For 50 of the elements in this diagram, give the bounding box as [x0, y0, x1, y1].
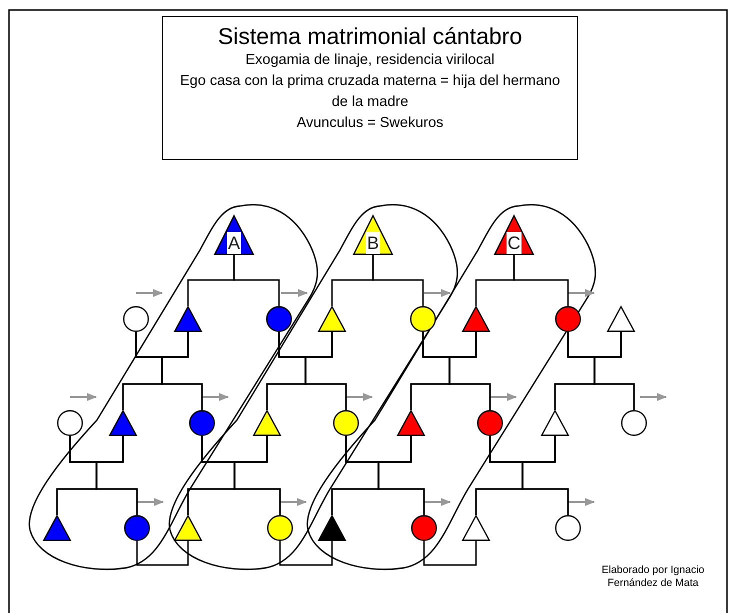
- triangle-symbol: [253, 410, 281, 436]
- kinship-line: [234, 436, 281, 515]
- circle-symbol: [333, 410, 359, 436]
- circle-symbol: [189, 410, 215, 436]
- triangle-symbol: [318, 306, 346, 332]
- triangle-symbol: [462, 306, 490, 332]
- kinship-line: [279, 541, 333, 566]
- subtitle-line: Exogamia de linaje, residencia virilocal: [244, 51, 496, 70]
- kinship-line: [304, 332, 347, 410]
- circle-symbol: [266, 306, 292, 332]
- triangle-symbol: [397, 410, 425, 436]
- circle-symbol: [411, 515, 437, 541]
- circle-symbol: [123, 306, 149, 332]
- triangle-symbol: [43, 515, 71, 541]
- kinship-line: [423, 541, 477, 566]
- triangle-symbol: [214, 215, 254, 255]
- lineage-letter: B: [366, 232, 380, 254]
- subtitle-line: Ego casa con la prima cruzada materna = hija del hermano de la madre: [178, 72, 562, 112]
- circle-symbol: [621, 410, 647, 436]
- kinship-line: [378, 436, 425, 515]
- subtitle-line: Avunculus = Swekuros: [296, 114, 444, 133]
- triangle-symbol: [607, 306, 635, 332]
- lineage-letter: C: [506, 232, 522, 254]
- circle-symbol: [124, 515, 150, 541]
- circle-symbol: [477, 410, 503, 436]
- kinship-line: [522, 436, 569, 515]
- kinship-line: [513, 255, 569, 306]
- triangle-symbol: [174, 306, 202, 332]
- kinship-line: [136, 541, 189, 566]
- triangle-symbol: [541, 410, 569, 436]
- title: Sistema matrimonial cántabro: [216, 23, 524, 50]
- circle-symbol: [410, 306, 436, 332]
- kinship-line: [161, 332, 203, 410]
- kinship-line: [594, 332, 635, 410]
- triangle-symbol: [462, 515, 490, 541]
- circle-symbol: [57, 410, 83, 436]
- triangle-symbol: [353, 215, 393, 255]
- triangle-symbol: [494, 215, 534, 255]
- circle-symbol: [267, 515, 293, 541]
- lineage-letter: A: [227, 232, 241, 254]
- kinship-line: [448, 332, 491, 410]
- triangle-symbol: [174, 515, 202, 541]
- triangle-symbol: [109, 410, 137, 436]
- kinship-line: [233, 255, 280, 306]
- triangle-symbol: [318, 515, 346, 541]
- kinship-line: [96, 436, 138, 515]
- credit-text: Elaborado por Ignacio Fernández de Mata: [600, 564, 706, 590]
- circle-symbol: [555, 306, 581, 332]
- kinship-line: [372, 255, 424, 306]
- circle-symbol: [555, 515, 581, 541]
